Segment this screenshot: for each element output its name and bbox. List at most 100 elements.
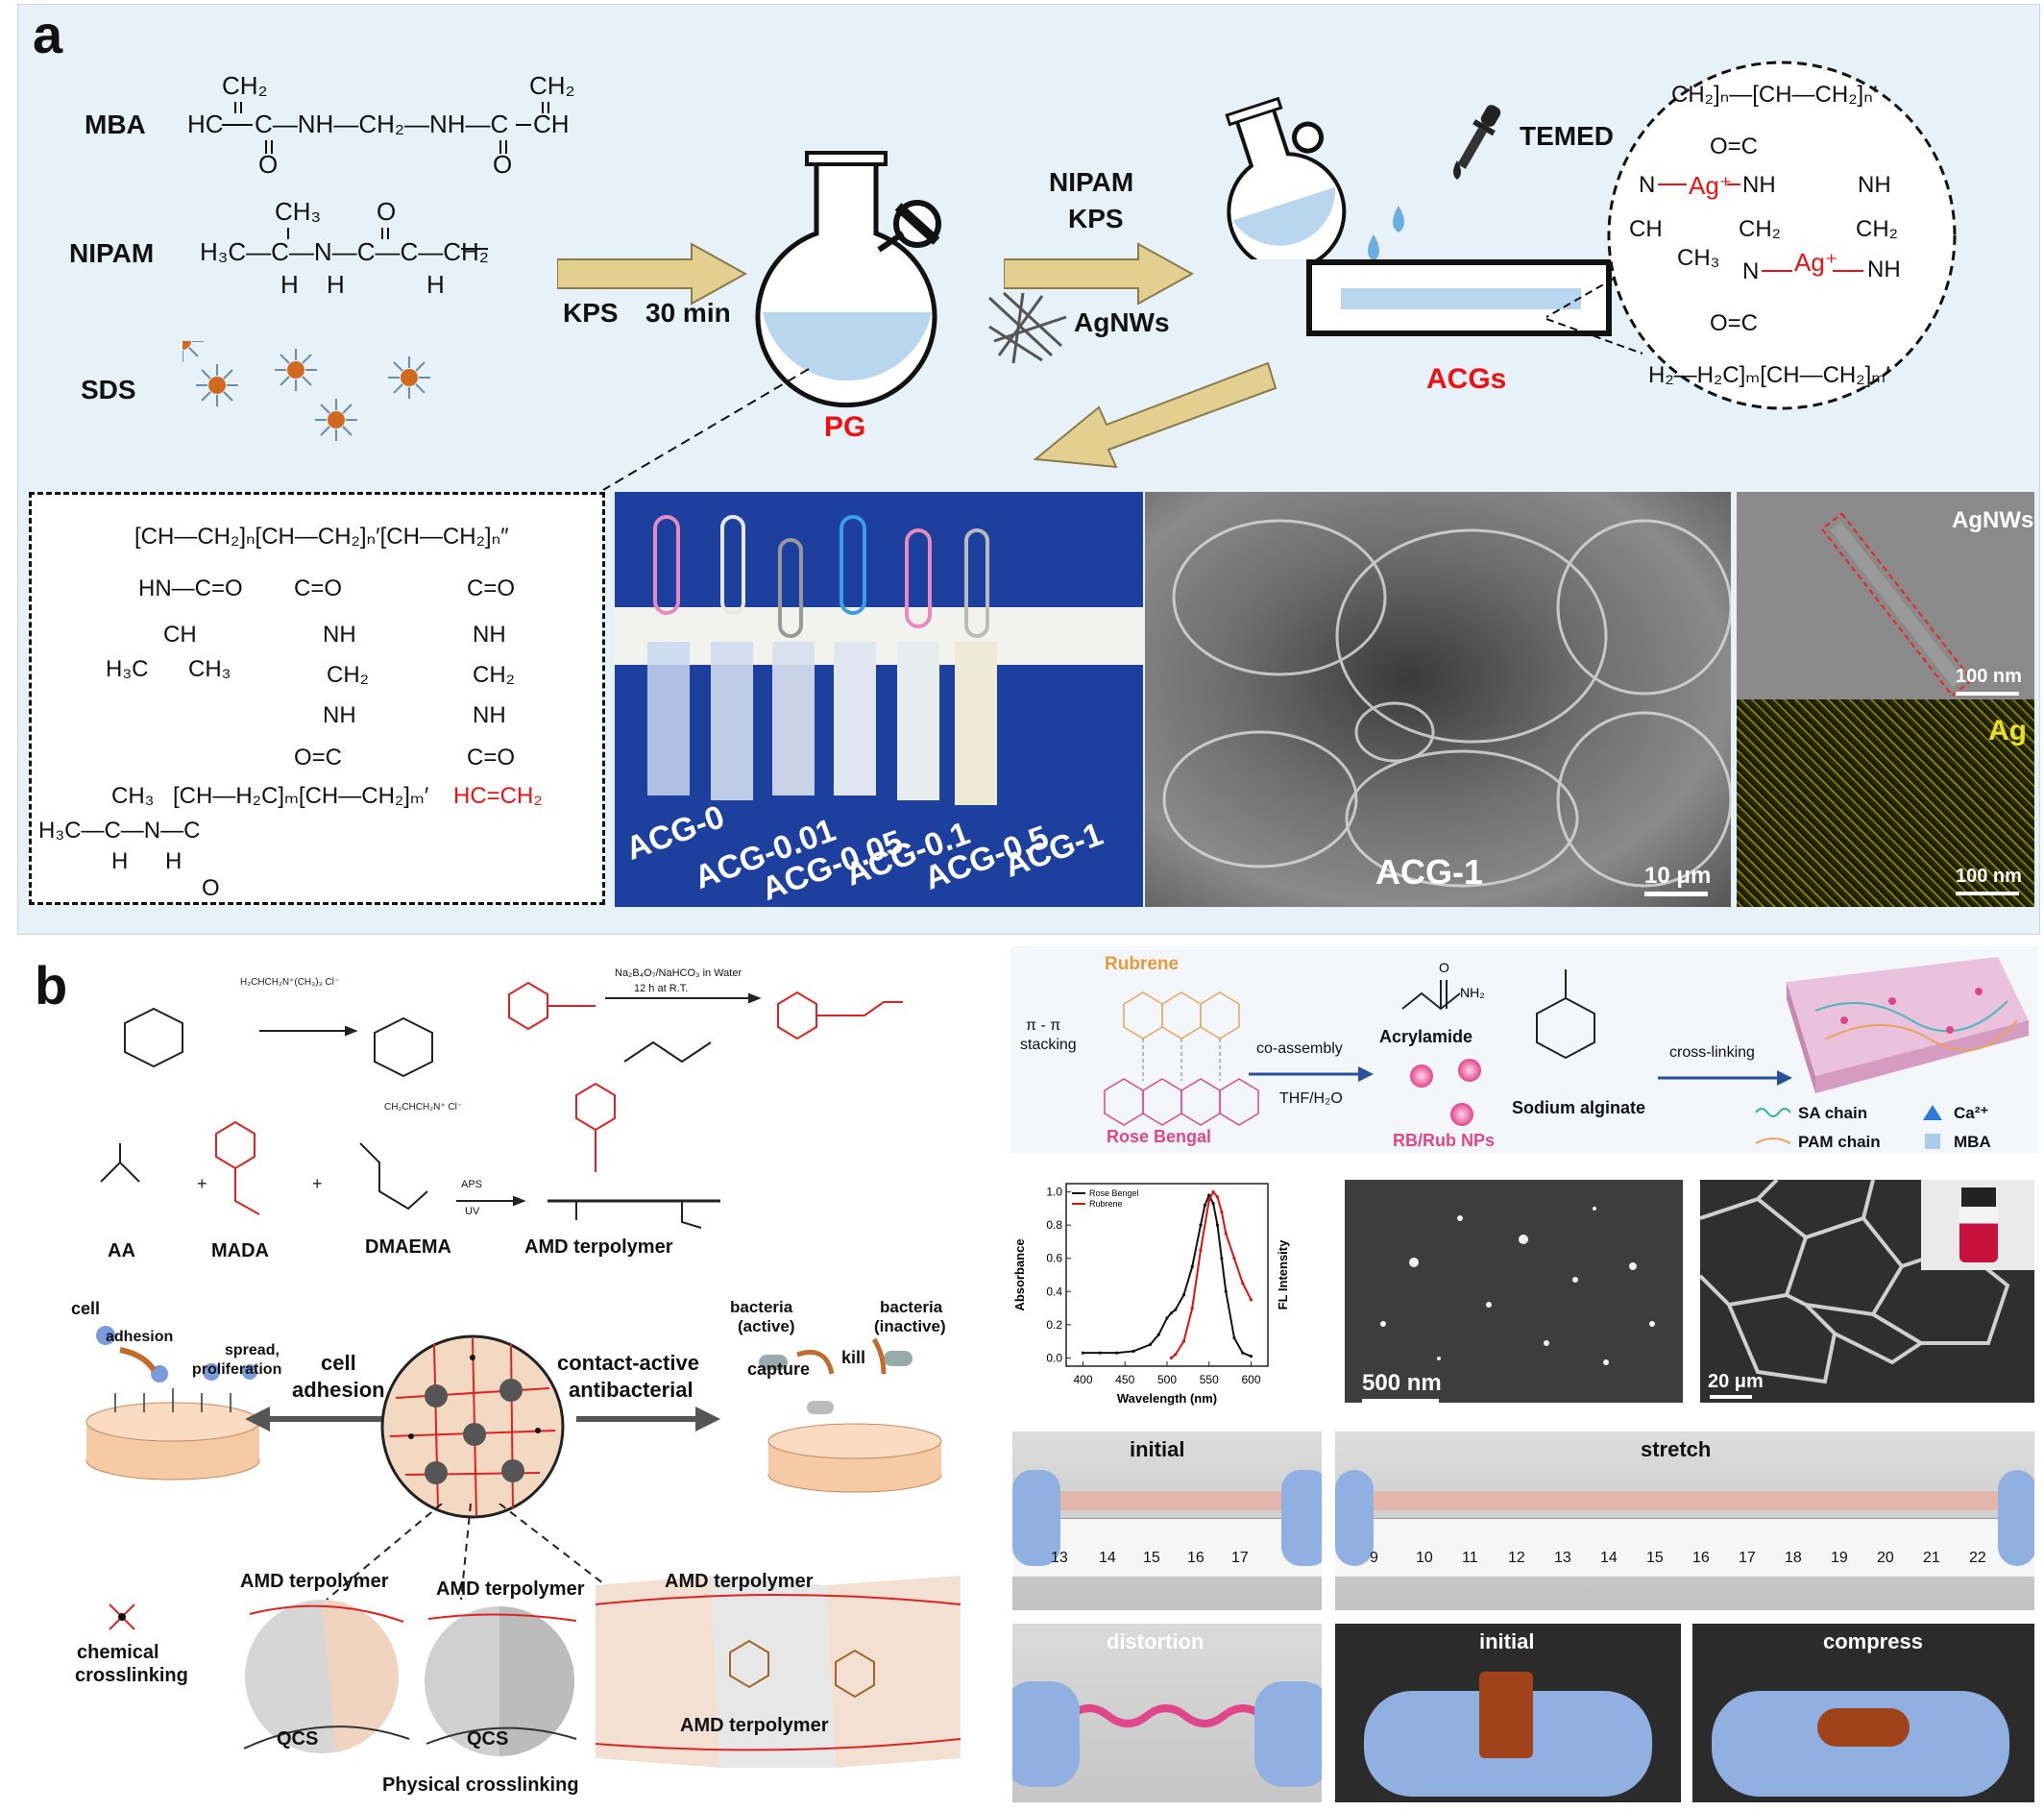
svg-text:CH: CH [533, 110, 570, 138]
y-tick-label: 0.2 [1046, 1318, 1062, 1332]
acrylamide-structure: NH₂ O [1401, 960, 1485, 1011]
terpolymer-label-2: AMD terpolymer [436, 1579, 585, 1600]
terpolymer-label-4: AMD terpolymer [680, 1715, 829, 1736]
ruler-stretch-tick-label: 19 [1831, 1550, 1848, 1566]
legend-label: Rose Bengel [1089, 1188, 1139, 1198]
sem-acg1-label: ACG-1 [1375, 852, 1484, 892]
stacking-label-1: π - π [1026, 1017, 1061, 1034]
svg-text:CH₂: CH₂ [1739, 216, 1781, 242]
dropper-icon [1453, 105, 1501, 180]
inset-connector [1545, 278, 1643, 355]
tem-agnws [1737, 492, 2034, 699]
data-point [1215, 1223, 1220, 1227]
acgs-label: ACGs [1426, 363, 1507, 395]
antibacterial-sketch [759, 1337, 942, 1493]
bacteria-inactive-2: (inactive) [874, 1317, 946, 1335]
sem-porous-scale: 20 μm [1708, 1371, 1764, 1392]
x-tick-label: 550 [1200, 1373, 1219, 1386]
monomer-structures: + + [100, 1120, 526, 1215]
amd-terpolymer-label: AMD terpolymer [524, 1236, 673, 1258]
data-point [1211, 1190, 1215, 1194]
sem-acg1 [1145, 492, 1731, 907]
data-point [1211, 1202, 1215, 1206]
step2-nipam: NIPAM [1049, 167, 1134, 197]
data-point [1220, 1257, 1224, 1260]
svg-text:CH₂: CH₂ [1856, 216, 1898, 242]
eds-ag-label: Ag [1988, 715, 2027, 746]
flask-2 [1225, 96, 1347, 259]
svg-text:NH: NH [1858, 172, 1891, 198]
svg-text:O=C: O=C [1710, 310, 1758, 336]
ruler-stretch-tick-label: 17 [1739, 1550, 1756, 1566]
pg-structure: [CH—CH₂]ₙ[CH—CH₂]ₙ′[CH—CH₂]ₙ″ HN—C=O C=O… [38, 524, 543, 901]
svg-text:NH: NH [323, 622, 356, 648]
svg-text:[CH—H₂C]ₘ[CH—CH₂]ₘ′: [CH—H₂C]ₘ[CH—CH₂]ₘ′ [173, 783, 429, 809]
mba-structure: CH₂ HC C—NH—CH₂—NH—C CH CH₂ O O [187, 71, 575, 179]
eds-ag-scale: 100 nm [1956, 866, 2022, 887]
cell-label: cell [71, 1299, 101, 1318]
adhesion-label: adhesion [106, 1329, 174, 1345]
svg-text:O=C: O=C [294, 745, 342, 771]
y-tick-label: 0.0 [1046, 1351, 1062, 1364]
tem-agnws-label: AgNWs [1952, 507, 2034, 533]
photo-initial-label: initial [1130, 1437, 1185, 1461]
qcs-label-2: QCS [467, 1728, 509, 1750]
aps-label: APS [461, 1179, 483, 1190]
svg-text:CH₃: CH₃ [275, 197, 321, 226]
y-axis-label: Absorbance [1012, 1238, 1027, 1310]
svg-text:CH: CH [163, 622, 197, 648]
eds-ag-map [1737, 699, 2034, 907]
svg-text:H₂—H₂C]ₘ[CH—CH₂]ₘ′: H₂—H₂C]ₘ[CH—CH₂]ₘ′ [1648, 362, 1890, 388]
water-drops [1368, 206, 1404, 261]
y-tick-label: 0.6 [1046, 1252, 1062, 1265]
monomer-aa: AA [108, 1240, 135, 1261]
photo-distortion-label: distortion [1107, 1629, 1204, 1653]
sa-chain-icon [1755, 1108, 1791, 1117]
monomer-mada: MADA [211, 1240, 269, 1261]
photo-initial-2 [1335, 1624, 1681, 1802]
uv-label: UV [465, 1206, 480, 1217]
chitosan-reaction: H₂CHCH₂N⁺(CH₃)₃ Cl⁻ CH₂CHCH₂N⁺ Cl⁻ [124, 977, 462, 1113]
svg-text:CH₃: CH₃ [111, 783, 154, 809]
legend-pam-chain: PAM chain [1798, 1133, 1881, 1151]
legend-chemical-2: crosslinking [75, 1665, 188, 1686]
data-point [1156, 1333, 1160, 1336]
photo-compress [1692, 1624, 2034, 1802]
svg-text:H: H [165, 848, 182, 874]
panel-b-label: b [35, 955, 68, 1016]
sem-nps [1345, 1180, 1683, 1403]
data-point [1224, 1289, 1228, 1293]
plot-frame [1065, 1183, 1269, 1367]
arrow-coassembly [1249, 1066, 1374, 1082]
gel-strips [647, 515, 997, 805]
svg-text:H₂CHCH₂N⁺(CH₃)₃ Cl⁻: H₂CHCH₂N⁺(CH₃)₃ Cl⁻ [240, 977, 339, 988]
sem-nps-scale: 500 nm [1362, 1370, 1442, 1396]
arrow-crosslinking [1658, 1070, 1792, 1086]
svg-text:H₃C: H₃C [106, 656, 148, 682]
svg-text:CH₂: CH₂ [222, 71, 268, 100]
data-point [1241, 1282, 1245, 1285]
rb-rub-nps [1410, 1059, 1481, 1126]
data-point [1241, 1351, 1245, 1355]
ruler-initial-17: 17 [1231, 1550, 1249, 1566]
legend-label: Rubrene [1089, 1199, 1123, 1209]
terpolymer-label-1: AMD terpolymer [240, 1571, 389, 1592]
pg-label: PG [824, 411, 866, 443]
legend-mba: MBA [1954, 1133, 1991, 1151]
svg-text:O: O [377, 197, 396, 226]
data-point [1203, 1203, 1206, 1208]
svg-text:CH₂: CH₂ [327, 662, 369, 688]
svg-text:H: H [280, 270, 299, 299]
x-tick-label: 450 [1115, 1373, 1134, 1386]
reaction-conditions-2: 12 h at R.T. [634, 983, 689, 994]
data-point [1232, 1257, 1236, 1260]
ruler-initial-15: 15 [1143, 1550, 1160, 1566]
data-point [1207, 1198, 1211, 1202]
svg-text:C=O: C=O [467, 575, 515, 601]
step2-kps: KPS [1068, 204, 1124, 233]
dashed-arrows [326, 1504, 625, 1601]
data-point [1174, 1353, 1178, 1357]
y-tick-label: 0.4 [1046, 1285, 1062, 1298]
cell-adhesion-sketch [85, 1326, 260, 1481]
